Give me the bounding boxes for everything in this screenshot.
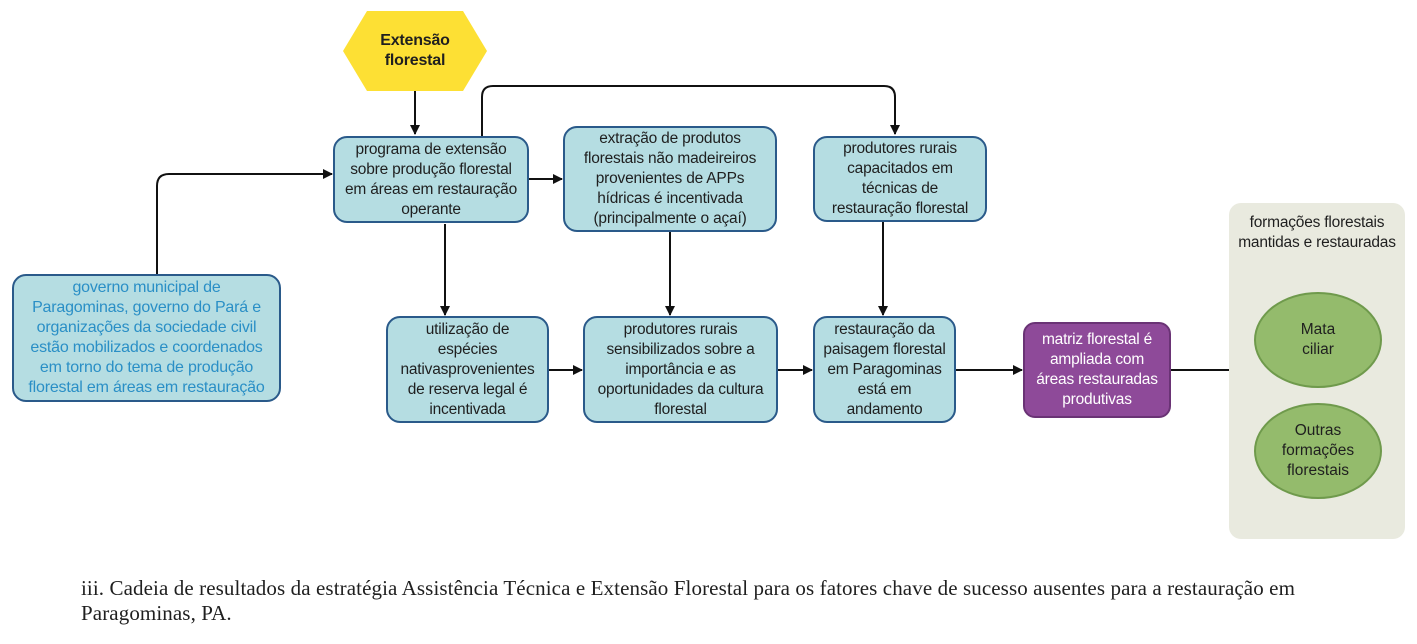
extensao-florestal-hexagon: Extensão florestal	[343, 11, 487, 91]
hexagon-shape	[343, 11, 487, 91]
governo-mobilizado-box: governo municipal de Paragominas, govern…	[12, 274, 281, 402]
mata-ciliar-label: Mata ciliar	[1300, 321, 1336, 358]
extracao-produtos-text: extração de produtos florestais não made…	[583, 130, 757, 227]
formacoes-florestais-panel: formações florestais mantidas e restaura…	[1229, 203, 1405, 539]
extensao-florestal-label: Extensão florestal	[380, 32, 450, 69]
produtores-sensibilizados-box: produtores rurais sensibilizados sobre a…	[583, 316, 778, 423]
restauracao-paisagem-text: restauração da paisagem florestal em Par…	[823, 320, 946, 418]
programa-extensao-text: programa de extensão sobre produção flor…	[344, 140, 517, 218]
mata-ciliar-ellipse: Mata ciliar	[1254, 292, 1382, 388]
utilizacao-especies-box: utilização de espécies nativasprovenient…	[386, 316, 549, 423]
formacoes-florestais-title: formações florestais mantidas e restaura…	[1238, 214, 1396, 251]
arrow-programa-to-capacitados	[481, 85, 900, 137]
programa-extensao-box: programa de extensão sobre produção flor…	[333, 136, 529, 223]
produtores-sensibilizados-text: produtores rurais sensibilizados sobre a…	[597, 320, 764, 418]
produtores-capacitados-box: produtores rurais capacitados em técnica…	[813, 136, 987, 222]
governo-mobilizado-text: governo municipal de Paragominas, govern…	[28, 279, 265, 396]
utilizacao-especies-text: utilização de espécies nativasprovenient…	[400, 320, 535, 418]
produtores-capacitados-text: produtores rurais capacitados em técnica…	[831, 140, 969, 217]
outras-formacoes-ellipse: Outras formações florestais	[1254, 403, 1382, 499]
matriz-florestal-text: matriz florestal é ampliada com áreas re…	[1036, 331, 1158, 408]
outras-formacoes-label: Outras formações florestais	[1281, 422, 1355, 479]
matriz-florestal-box: matriz florestal é ampliada com áreas re…	[1023, 322, 1171, 418]
arrow-governo-to-programa	[156, 169, 333, 274]
restauracao-paisagem-box: restauração da paisagem florestal em Par…	[813, 316, 956, 423]
extracao-produtos-box: extração de produtos florestais não made…	[563, 126, 777, 232]
figure-caption: iii. Cadeia de resultados da estratégia …	[81, 576, 1296, 625]
